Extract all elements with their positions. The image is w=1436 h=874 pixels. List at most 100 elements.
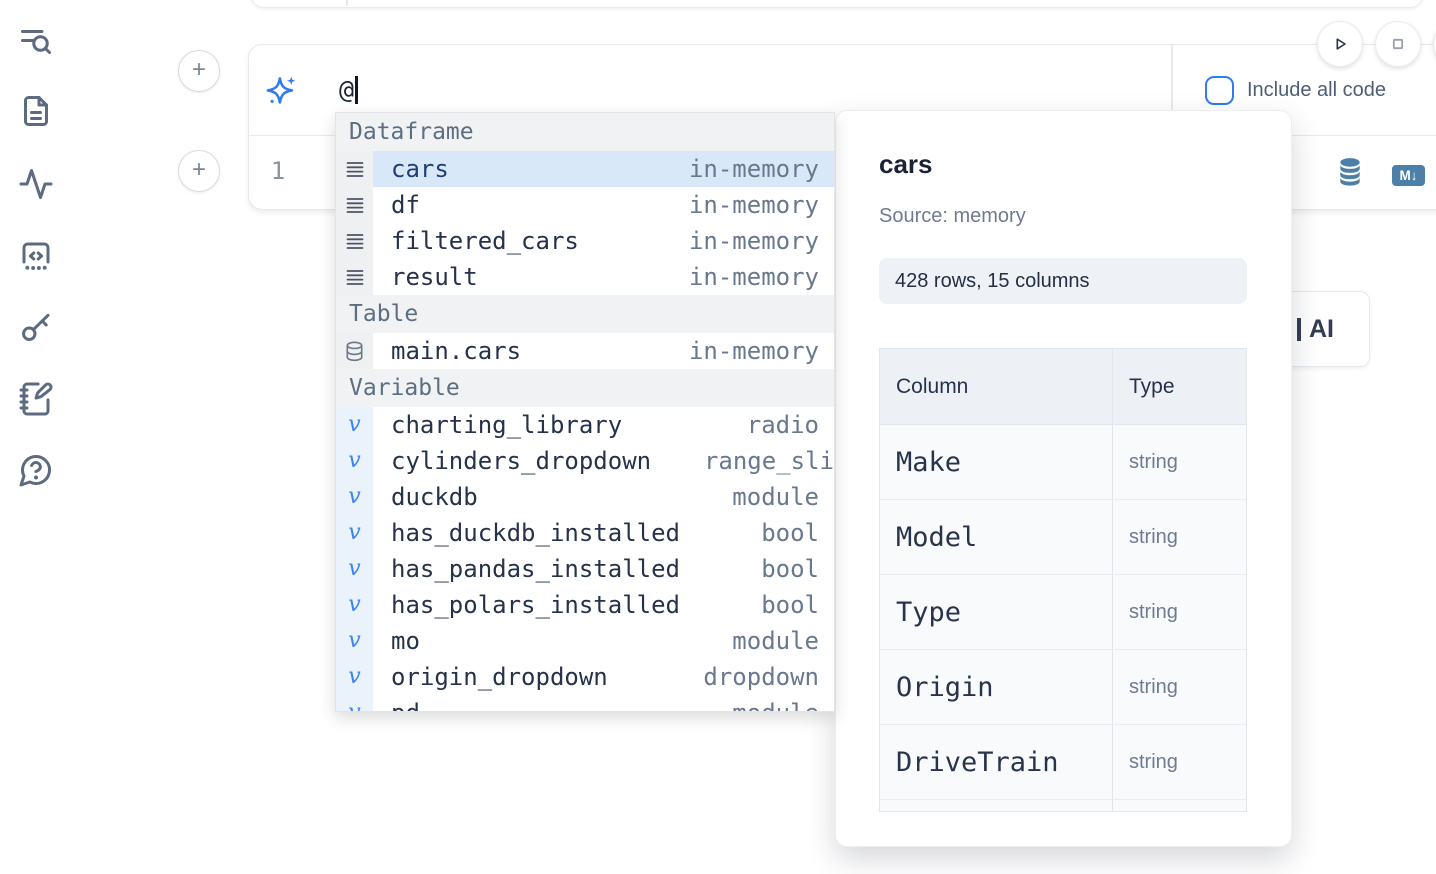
autocomplete-section-header: Dataframe [336, 113, 834, 151]
help-chat-icon[interactable] [18, 452, 54, 488]
completion-type: in-memory [688, 191, 819, 219]
autocomplete-item-charting_library[interactable]: v charting_library radio [336, 407, 834, 443]
completion-name: has_pandas_installed [391, 555, 680, 583]
schema-column-type: string [1129, 525, 1178, 548]
schema-row: Model string [880, 500, 1246, 575]
left-icon-rail [0, 0, 70, 874]
autocomplete-item-has_duckdb_installed[interactable]: v has_duckdb_installed bool [336, 515, 834, 551]
variable-icon: v [348, 556, 361, 581]
completion-name: main.cars [391, 337, 522, 365]
autocomplete-item-cylinders_dropdown[interactable]: v cylinders_dropdown range_sli [336, 443, 834, 479]
include-all-code-checkbox[interactable] [1205, 75, 1234, 105]
autocomplete-item-df[interactable]: df in-memory [336, 187, 834, 223]
dataframe-icon [346, 269, 364, 286]
completion-type: range_sli [703, 447, 834, 475]
file-icon[interactable] [18, 93, 54, 129]
completion-name: cylinders_dropdown [391, 447, 652, 475]
line-number: 1 [270, 157, 286, 185]
previous-cell-edge [250, 0, 1424, 8]
variable-icon: v [348, 628, 361, 653]
snippets-code-icon[interactable] [18, 238, 54, 274]
schema-column-name: Make [896, 446, 962, 478]
completion-name: has_polars_installed [391, 591, 680, 619]
variable-icon: v [348, 448, 361, 473]
activity-icon[interactable] [18, 166, 54, 202]
schema-row: DriveTrain string [880, 725, 1246, 800]
code-editor-row[interactable]: 1 M↓ [249, 136, 1436, 210]
completion-name: duckdb [391, 483, 478, 511]
completion-type: in-memory [688, 227, 819, 255]
play-icon [1336, 38, 1346, 50]
contents-search-icon[interactable] [18, 24, 54, 60]
schema-column-name: Model [896, 521, 978, 553]
variable-icon: v [348, 412, 361, 437]
add-cell-below-button[interactable]: + [178, 150, 220, 192]
completion-type: module [732, 699, 819, 711]
completion-type: radio [746, 411, 819, 439]
autocomplete-item-has_pandas_installed[interactable]: v has_pandas_installed bool [336, 551, 834, 587]
completion-type: bool [761, 591, 819, 619]
completion-type: dropdown [703, 663, 819, 691]
export-markdown-icon[interactable]: M↓ [1392, 164, 1425, 186]
schema-row: Origin string [880, 650, 1246, 725]
schema-row: Type string [880, 575, 1246, 650]
variable-icon: v [348, 592, 361, 617]
sparkles-icon [265, 73, 299, 107]
completion-name: origin_dropdown [391, 663, 608, 691]
completion-type: bool [761, 519, 819, 547]
completion-name: charting_library [391, 411, 623, 439]
schema-column-name: Origin [896, 671, 994, 703]
completion-type: module [732, 483, 819, 511]
stop-icon [1392, 38, 1404, 50]
schema-header-column: Column [880, 349, 1113, 424]
variable-icon: v [348, 664, 361, 689]
completion-type: bool [761, 555, 819, 583]
preview-source: Source: memory [879, 205, 1026, 227]
schema-column-type: string [1129, 600, 1178, 623]
interrupt-button[interactable] [1375, 21, 1421, 67]
completion-type: in-memory [688, 155, 819, 183]
completion-name: mo [391, 627, 420, 655]
autocomplete-item-origin_dropdown[interactable]: v origin_dropdown dropdown [336, 659, 834, 695]
schema-column-type: string [1129, 675, 1178, 698]
autocomplete-section-header: Variable [336, 369, 834, 407]
completion-name: pd [391, 699, 420, 711]
completion-type: in-memory [688, 263, 819, 291]
autocomplete-item-cars[interactable]: cars in-memory [336, 151, 834, 187]
preview-title: cars [879, 149, 933, 179]
completion-name: df [391, 191, 420, 219]
add-cell-above-button[interactable]: + [178, 50, 220, 92]
completion-name: has_duckdb_installed [391, 519, 680, 547]
autocomplete-item-pd[interactable]: v pd module [336, 695, 834, 712]
prompt-text: @ [339, 75, 355, 104]
ai-chip-label: AI [1309, 315, 1334, 343]
schema-header-row: Column Type [880, 349, 1246, 425]
variable-icon: v [348, 520, 361, 545]
autocomplete-item-has_polars_installed[interactable]: v has_polars_installed bool [336, 587, 834, 623]
schema-header-type: Type [1129, 374, 1175, 398]
schema-column-name: DriveTrain [896, 746, 1059, 778]
completion-name: cars [391, 155, 449, 183]
autocomplete-item-result[interactable]: result in-memory [336, 259, 834, 295]
completion-name: result [391, 263, 478, 291]
dataframe-icon [346, 233, 364, 250]
prompt-panel-divider [1171, 45, 1173, 135]
datasource-icon[interactable] [1337, 157, 1363, 193]
autocomplete-item-mo[interactable]: v mo module [336, 623, 834, 659]
dataframe-icon [346, 197, 364, 214]
completion-type: module [732, 627, 819, 655]
schema-column-type: string [1129, 750, 1178, 773]
dataframe-preview-popup: cars Source: memory 428 rows, 15 columns… [835, 110, 1292, 847]
run-button[interactable] [1317, 21, 1363, 67]
key-icon[interactable] [18, 309, 54, 345]
schema-column-name: Type [896, 596, 962, 628]
variable-icon: v [348, 702, 360, 712]
include-all-code-label: Include all code [1247, 78, 1386, 101]
previous-cell-gutter-divider [346, 0, 348, 6]
ai-prompt-input[interactable]: @ [339, 45, 358, 135]
scratchpad-icon[interactable] [18, 381, 54, 417]
